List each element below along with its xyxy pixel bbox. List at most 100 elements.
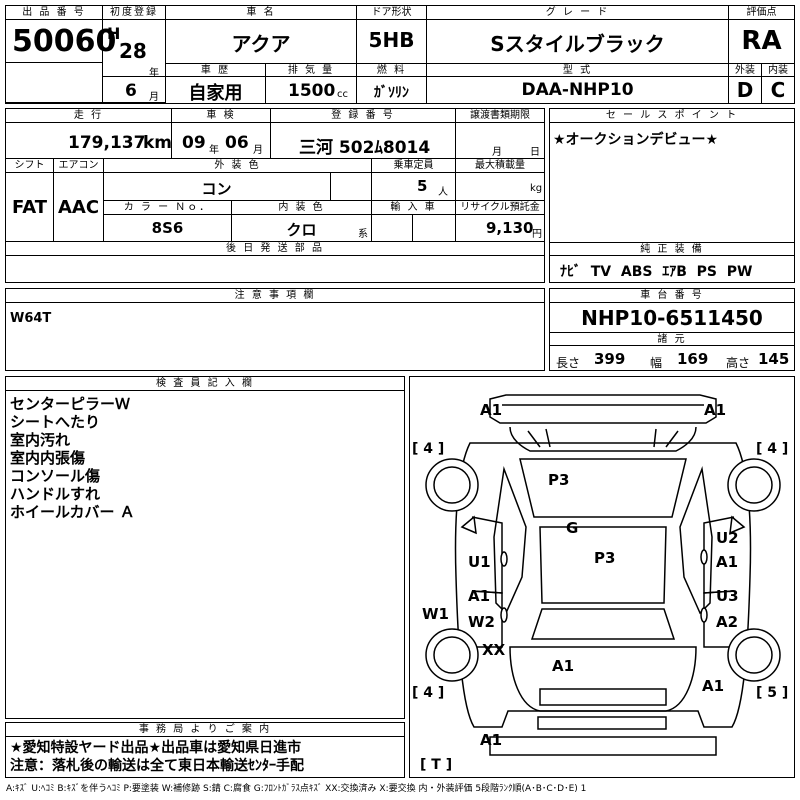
details-block: 走 行 179,137 km 車 検 09 年 06 月 登 録 番 号 三河 … xyxy=(5,108,545,283)
import-cell: 輸 入 車 xyxy=(372,201,456,242)
mark-right-front-door-upper: U2 xyxy=(716,529,739,547)
history-cell: 車 歴 自家用 xyxy=(166,64,266,104)
height: 145 xyxy=(758,350,790,368)
sales-point: ★オークションデビュー★ xyxy=(553,132,719,148)
ext-color: コン xyxy=(201,180,232,198)
equipment: ﾅﾋﾞ TV ABS ｴｱB PS PW xyxy=(560,264,753,280)
mark-right-rear-door-upper: U3 xyxy=(716,587,739,605)
ac: AAC xyxy=(57,197,100,218)
capacity-label: 乗車定員 xyxy=(372,159,455,173)
history-label: 車 歴 xyxy=(166,64,265,77)
inspection-month: 06 xyxy=(225,133,249,153)
chassis-number: NHP10-6511450 xyxy=(581,306,763,330)
car-name-label: 車 名 xyxy=(166,6,356,20)
ac-label: エアコン xyxy=(54,159,103,173)
exterior-score: D xyxy=(736,78,754,102)
sales-point-block: セ ー ル ス ポ イ ン ト ★オークションデビュー★ 純 正 装 備 ﾅﾋﾞ… xyxy=(549,108,795,283)
tire-rear-right: [ 5 ] xyxy=(756,685,789,701)
score-cell: 評価点 RA xyxy=(729,6,795,64)
interior-score-cell: 内装 C xyxy=(762,64,795,103)
mark-front-bumper-right: A1 xyxy=(704,401,727,419)
reg-number: 三河 502ﾑ8014 xyxy=(299,138,431,158)
inspection-label: 車 検 xyxy=(172,109,270,123)
car-name-cell: 車 名 アクア xyxy=(166,6,357,64)
ext-color-cell: 外 装 色 コン xyxy=(104,159,372,201)
specs-label: 諸 元 xyxy=(550,332,794,346)
door-label: ドア形状 xyxy=(357,6,426,20)
tire-rear-left: [ 4 ] xyxy=(412,685,445,701)
color-no: 8S6 xyxy=(151,219,184,237)
mark-left-rear-door-upper: A1 xyxy=(468,587,491,605)
overall-score: RA xyxy=(741,26,782,56)
header-block: 出 品 番 号 50060 初度登録 H 28 年 6 月 車 名 アクア ドア… xyxy=(5,5,795,104)
inspector-line: 室内内張傷 xyxy=(10,449,86,467)
office-line-1: ★愛知特設ヤード出品★出品車は愛知県日進市 xyxy=(10,740,302,756)
inspector-line: シートへたり xyxy=(10,413,101,431)
notes-block: 注 意 事 項 欄 W64T xyxy=(5,288,545,371)
door-cell: ドア形状 5HB xyxy=(357,6,427,64)
first-reg-label: 初度登録 xyxy=(103,6,165,20)
mileage-cell: 走 行 179,137 km xyxy=(6,109,172,159)
shift-cell: シフト FAT xyxy=(6,159,54,242)
office-block: 事 務 局 よ り ご 案 内 ★愛知特設ヤード出品★出品車は愛知県日進市 注意… xyxy=(5,722,405,778)
notes-text: W64T xyxy=(10,311,52,326)
int-color-label: 内 装 色 xyxy=(232,201,371,215)
displacement-label: 排 気 量 xyxy=(266,64,356,77)
capacity-unit: 人 xyxy=(438,187,448,198)
mark-hood: P3 xyxy=(548,471,570,489)
inspector-line: コンソール傷 xyxy=(10,467,101,485)
score-label: 評価点 xyxy=(729,6,794,20)
later-parts-cell: 後 日 発 送 部 品 xyxy=(6,242,544,282)
model-cell: 型 式 DAA-NHP10 xyxy=(427,64,729,103)
office-label: 事 務 局 よ り ご 案 内 xyxy=(6,723,404,737)
recycle-unit: 円 xyxy=(532,229,542,240)
capacity-cell: 乗車定員 5 人 xyxy=(372,159,456,201)
reg-number-cell: 登 録 番 号 三河 502ﾑ8014 xyxy=(271,109,456,159)
mileage-label: 走 行 xyxy=(6,109,171,123)
history: 自家用 xyxy=(188,83,243,104)
mark-right-front-door-lower: A1 xyxy=(716,553,739,571)
notes-label: 注 意 事 項 欄 xyxy=(6,289,544,303)
mark-right-rear-door-lower: A2 xyxy=(716,613,739,631)
mark-roof: P3 xyxy=(594,549,616,567)
mark-windshield: G xyxy=(566,519,579,537)
inspection-cell: 車 検 09 年 06 月 xyxy=(172,109,271,159)
insp-year-unit: 年 xyxy=(209,145,219,156)
first-reg-month: 6 xyxy=(125,81,137,101)
insp-month-unit: 月 xyxy=(253,145,263,156)
transfer-day-unit: 日 xyxy=(530,147,540,158)
mark-left-front-door: U1 xyxy=(468,553,491,571)
height-label: 高さ xyxy=(726,356,751,370)
mark-rear-bumper: A1 xyxy=(480,731,503,749)
shift: FAT xyxy=(11,197,48,218)
model-label: 型 式 xyxy=(427,64,728,77)
car-outline xyxy=(425,394,781,756)
grade: Sスタイルブラック xyxy=(490,32,665,56)
shift-label: シフト xyxy=(6,159,53,173)
inspector-line: センターピラーＷ xyxy=(10,395,131,413)
color-no-label: カ ラ ー Ｎｏ． xyxy=(104,201,231,215)
fuel-label: 燃 料 xyxy=(357,64,426,77)
first-registration-cell: 初度登録 H 28 年 6 月 xyxy=(103,6,166,103)
mark-front-bumper-left: A1 xyxy=(480,401,503,419)
max-load-cell: 最大積載量 kg xyxy=(456,159,544,201)
grade-label: グ レ ー ド xyxy=(427,6,728,20)
grade-cell: グ レ ー ド Sスタイルブラック xyxy=(427,6,729,64)
displacement: 1500 xyxy=(288,81,336,101)
tire-spare: [ T ] xyxy=(420,757,453,773)
length: 399 xyxy=(594,350,626,368)
recycle-deposit: 9,130 xyxy=(486,219,534,237)
capacity: 5 xyxy=(417,177,428,195)
transfer-deadline-cell: 譲渡書類期限 月 日 xyxy=(456,109,544,159)
first-reg-year: 28 xyxy=(119,39,147,63)
recycle-cell: リサイクル預託金 9,130 円 xyxy=(456,201,544,242)
mark-rear-hatch: A1 xyxy=(552,657,575,675)
displacement-cell: 排 気 量 1500 cc xyxy=(266,64,357,103)
width-label: 幅 xyxy=(650,356,663,370)
chassis-block: 車 台 番 号 NHP10-6511450 諸 元 長さ 399 幅 169 高… xyxy=(549,288,795,371)
mark-rear-right: A1 xyxy=(702,677,725,695)
max-load-label: 最大積載量 xyxy=(456,159,544,173)
chassis-label: 車 台 番 号 xyxy=(550,289,794,303)
later-parts-label: 後 日 発 送 部 品 xyxy=(6,242,544,256)
inspector-label: 検 査 員 記 入 欄 xyxy=(6,377,404,391)
